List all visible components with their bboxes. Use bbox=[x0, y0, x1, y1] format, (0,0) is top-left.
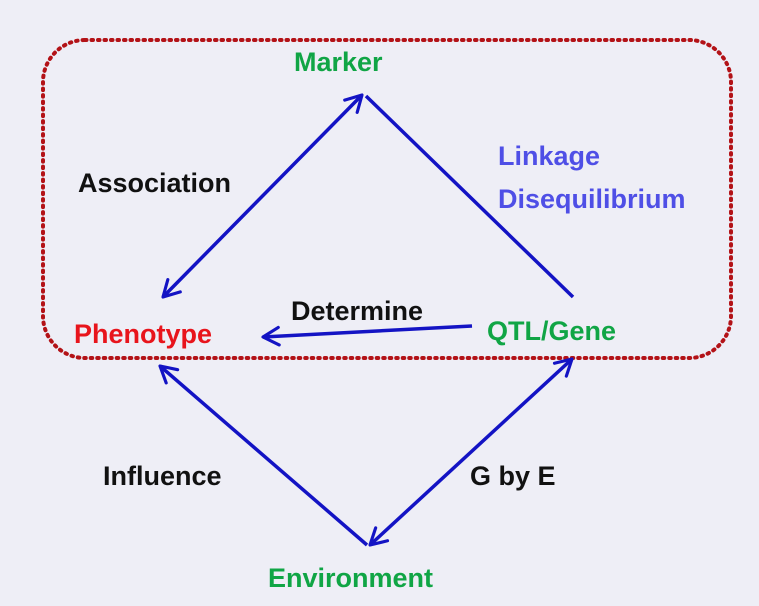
label-influence: Influence bbox=[103, 461, 222, 491]
label-disequilibrium: Disequilibrium bbox=[498, 184, 686, 214]
determine-arrow bbox=[261, 324, 473, 347]
association-arrow bbox=[161, 93, 364, 299]
ld-region-box bbox=[41, 38, 733, 360]
node-qtl-gene: QTL/Gene bbox=[487, 316, 617, 346]
label-linkage: Linkage bbox=[498, 141, 601, 171]
label-determine: Determine bbox=[291, 296, 424, 326]
node-marker: Marker bbox=[294, 47, 383, 77]
node-environment: Environment bbox=[268, 563, 434, 593]
g-by-e-arrow bbox=[368, 357, 574, 547]
node-phenotype: Phenotype bbox=[74, 319, 213, 349]
label-association: Association bbox=[78, 168, 232, 198]
influence-arrow bbox=[158, 364, 369, 547]
label-g-by-e: G by E bbox=[470, 461, 556, 491]
linkage-line bbox=[364, 94, 575, 299]
